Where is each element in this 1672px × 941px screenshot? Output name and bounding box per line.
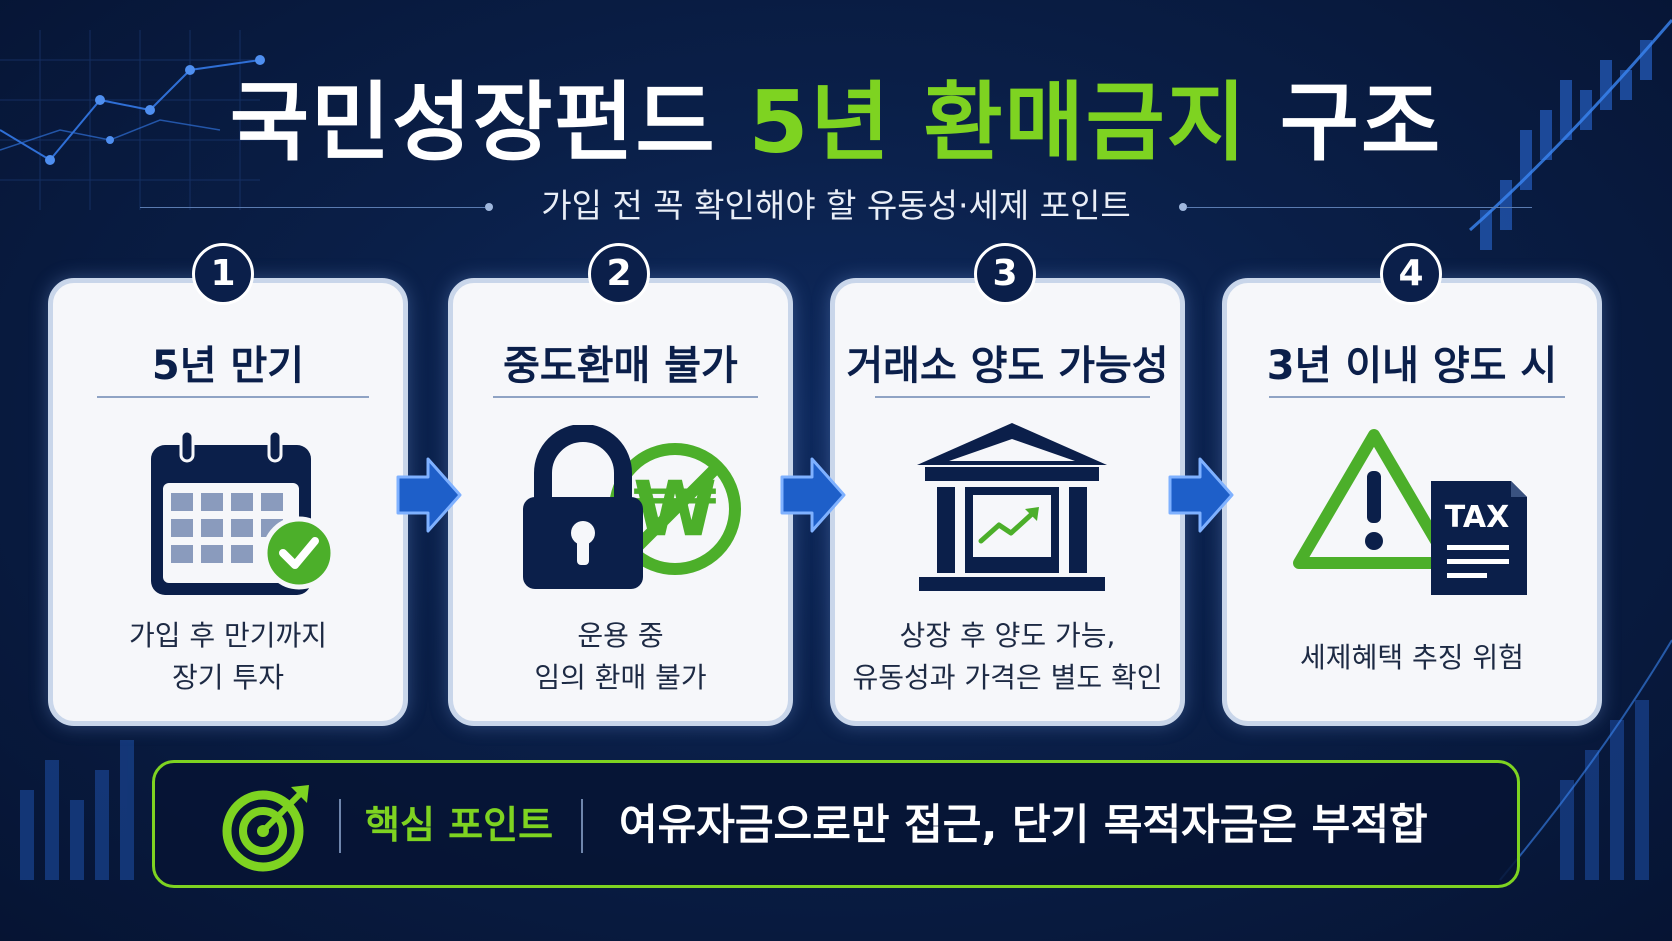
title-part2: 구조 (1279, 73, 1443, 173)
step-desc: 가입 후 만기까지 장기 투자 (53, 615, 403, 699)
arrow-right-icon (396, 457, 462, 533)
step-badge-1: 1 (192, 243, 254, 305)
subtitle-dot-right (1179, 203, 1187, 211)
separator (339, 799, 341, 853)
warning-tax-icon: TAX (1293, 429, 1527, 595)
key-point-label: 핵심 포인트 (365, 803, 554, 847)
step-card-4: 3년 이내 양도 시 TAX 세제혜택 추징 위험 (1222, 278, 1602, 726)
step-title: 거래소 양도 가능성 (846, 343, 1169, 389)
card-divider (97, 396, 369, 398)
arrow-right-icon (780, 457, 846, 533)
step-desc-line: 유동성과 가격은 별도 확인 (852, 661, 1163, 694)
subtitle-dot-left (485, 203, 493, 211)
title-part1: 국민성장펀드 (229, 73, 717, 173)
key-point-text: 여유자금으로만 접근, 단기 목적자금은 부적합 (619, 800, 1428, 849)
exchange-building-icon (917, 423, 1107, 591)
step-badge-4: 4 (1380, 243, 1442, 305)
step-desc-line: 세제혜택 추징 위험 (1300, 641, 1524, 674)
step-desc-line: 상장 후 양도 가능, (899, 619, 1116, 652)
target-icon (222, 785, 309, 872)
step-desc-line: 임의 환매 불가 (534, 661, 707, 694)
subtitle-line-right (1187, 207, 1532, 208)
step-desc: 운용 중 임의 환매 불가 (453, 615, 788, 699)
card-divider (493, 396, 758, 398)
separator (581, 799, 583, 853)
step-badge-3: 3 (974, 243, 1036, 305)
step-title: 5년 만기 (151, 343, 305, 389)
title-highlight: 5년 환매금지 (748, 73, 1248, 173)
subtitle-line-left (140, 207, 485, 208)
calendar-check-icon (151, 429, 336, 595)
subtitle-row: 가입 전 꼭 확인해야 할 유동성·세제 포인트 (140, 180, 1532, 230)
step-title: 중도환매 불가 (503, 343, 738, 389)
step-desc: 세제혜택 추징 위험 (1227, 637, 1597, 679)
step-card-1: 5년 만기 가입 후 만기까지 장기 투자 (48, 278, 408, 726)
step-title: 3년 이내 양도 시 (1266, 343, 1558, 389)
step-desc-line: 장기 투자 (172, 661, 284, 694)
arrow-right-icon (1168, 457, 1234, 533)
step-desc-line: 운용 중 (577, 619, 664, 652)
step-desc-line: 가입 후 만기까지 (128, 619, 328, 652)
key-point-box: 핵심 포인트 여유자금으로만 접근, 단기 목적자금은 부적합 (152, 760, 1520, 888)
page-title: 국민성장펀드 5년 환매금지 구조 (0, 52, 1672, 177)
step-card-3: 거래소 양도 가능성 상장 후 양도 가능, 유동성과 가격은 별도 확인 (830, 278, 1185, 726)
subtitle: 가입 전 꼭 확인해야 할 유동성·세제 포인트 (541, 186, 1131, 225)
tax-label: TAX (1445, 500, 1509, 535)
lock-no-won-icon: ₩ (523, 425, 741, 589)
step-badge-2: 2 (588, 243, 650, 305)
card-divider (875, 396, 1150, 398)
step-card-2: 중도환매 불가 ₩ 운용 중 임의 환매 불가 (448, 278, 793, 726)
card-divider (1269, 396, 1565, 398)
step-desc: 상장 후 양도 가능, 유동성과 가격은 별도 확인 (835, 615, 1180, 699)
